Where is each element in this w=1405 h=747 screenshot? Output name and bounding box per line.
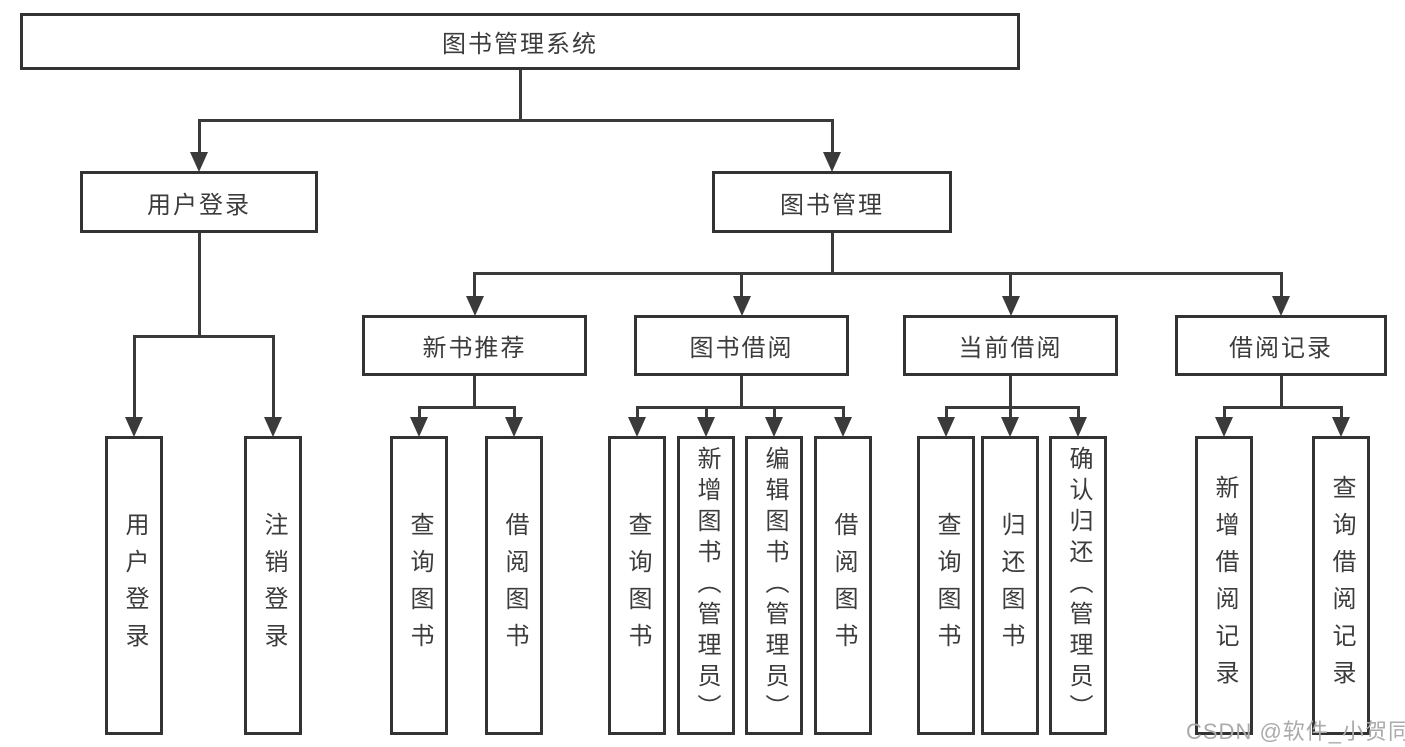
connector-line: [944, 406, 948, 420]
connector-line: [772, 406, 776, 420]
connector-line: [197, 119, 834, 122]
connector-line: [1222, 406, 1226, 420]
node-leaf-query-record: 查询借阅记录: [1312, 436, 1370, 735]
connector-line: [1076, 406, 1080, 420]
arrowhead-icon: [410, 417, 428, 437]
node-label: 编辑图书（管理员）: [761, 446, 788, 725]
node-label: 用户登录: [121, 511, 148, 660]
connector-line: [473, 272, 476, 299]
connector-line: [635, 406, 639, 420]
node-leaf-return: 归还图书: [981, 436, 1039, 735]
connector-line: [1008, 406, 1012, 420]
node-label: 图书借阅: [689, 335, 794, 362]
node-label: 当前借阅: [958, 335, 1063, 362]
arrowhead-icon: [1332, 417, 1350, 437]
node-label: 查询图书: [406, 511, 433, 660]
arrowhead-icon: [765, 417, 783, 437]
node-current-borrow: 当前借阅: [903, 315, 1118, 376]
node-label: 查询图书: [933, 511, 960, 660]
connector-line: [473, 376, 476, 409]
node-label: 借阅记录: [1229, 335, 1333, 362]
node-leaf-borrow-2: 借阅图书: [814, 436, 872, 735]
arrowhead-icon: [1001, 296, 1020, 316]
node-book-mgmt: 图书管理: [712, 171, 952, 233]
arrowhead-icon: [732, 296, 751, 316]
node-leaf-confirm-return: 确认归还（管理员）: [1049, 436, 1107, 735]
node-leaf-query-1: 查询图书: [390, 436, 448, 735]
node-book-borrow: 图书借阅: [634, 315, 849, 376]
node-label: 借阅图书: [501, 511, 528, 660]
node-leaf-add-record: 新增借阅记录: [1195, 436, 1253, 735]
connector-line: [132, 335, 136, 420]
node-label: 注销登录: [260, 511, 287, 660]
node-label: 借阅图书: [830, 511, 857, 660]
connector-line: [635, 406, 845, 409]
connector-line: [417, 406, 421, 420]
connector-line: [830, 119, 834, 155]
node-label: 归还图书: [997, 511, 1024, 660]
csdn-watermark: CSDN @软件_小贺同学: [1186, 719, 1405, 744]
node-label: 用户登录: [147, 191, 251, 219]
connector-line: [271, 335, 275, 420]
arrowhead-icon: [465, 296, 484, 316]
node-label: 新书推荐: [422, 335, 527, 362]
arrowhead-icon: [125, 417, 143, 437]
connector-line: [512, 406, 516, 420]
connector-line: [830, 233, 834, 275]
node-leaf-logout: 注销登录: [244, 436, 302, 735]
node-leaf-add-book: 新增图书（管理员）: [677, 436, 735, 735]
arrowhead-icon: [1272, 296, 1290, 316]
node-leaf-edit-book: 编辑图书（管理员）: [745, 436, 803, 735]
connector-line: [1222, 406, 1343, 409]
connector-line: [518, 70, 522, 122]
node-leaf-query-2: 查询图书: [608, 436, 666, 735]
node-label: 新增图书（管理员）: [693, 446, 720, 725]
arrowhead-icon: [1001, 417, 1019, 437]
node-leaf-borrow-1: 借阅图书: [485, 436, 543, 735]
arrowhead-icon: [823, 152, 841, 172]
connector-line: [473, 272, 1283, 275]
connector-line: [1009, 272, 1012, 299]
node-new-books: 新书推荐: [362, 315, 587, 376]
connector-line: [740, 272, 743, 299]
node-root: 图书管理系统: [20, 13, 1020, 70]
node-borrow-records: 借阅记录: [1175, 315, 1387, 376]
connector-line: [740, 376, 743, 409]
connector-line: [944, 406, 1080, 409]
arrowhead-icon: [628, 417, 646, 437]
arrowhead-icon: [697, 417, 715, 437]
arrowhead-icon: [190, 152, 208, 172]
arrowhead-icon: [937, 417, 955, 437]
node-leaf-user-login: 用户登录: [105, 436, 163, 735]
connector-line: [1339, 406, 1343, 420]
node-label: 确认归还（管理员）: [1065, 446, 1092, 725]
node-label: 查询借阅记录: [1328, 474, 1355, 697]
arrowhead-icon: [834, 417, 852, 437]
connector-line: [704, 406, 708, 420]
arrowhead-icon: [1215, 417, 1233, 437]
connector-line: [841, 406, 845, 420]
node-label: 图书管理系统: [442, 31, 598, 58]
node-label: 查询图书: [624, 511, 651, 660]
arrowhead-icon: [264, 417, 282, 437]
connector-line: [1009, 376, 1012, 409]
node-label: 新增借阅记录: [1211, 474, 1238, 697]
connector-line: [197, 233, 201, 338]
connector-line: [417, 406, 516, 409]
connector-line: [1279, 376, 1283, 409]
node-user-login: 用户登录: [80, 171, 318, 233]
arrowhead-icon: [1069, 417, 1087, 437]
node-leaf-query-3: 查询图书: [917, 436, 975, 735]
connector-line: [197, 119, 201, 155]
connector-line: [132, 335, 275, 338]
connector-line: [1279, 272, 1283, 299]
arrowhead-icon: [505, 417, 523, 437]
node-label: 图书管理: [780, 191, 884, 219]
